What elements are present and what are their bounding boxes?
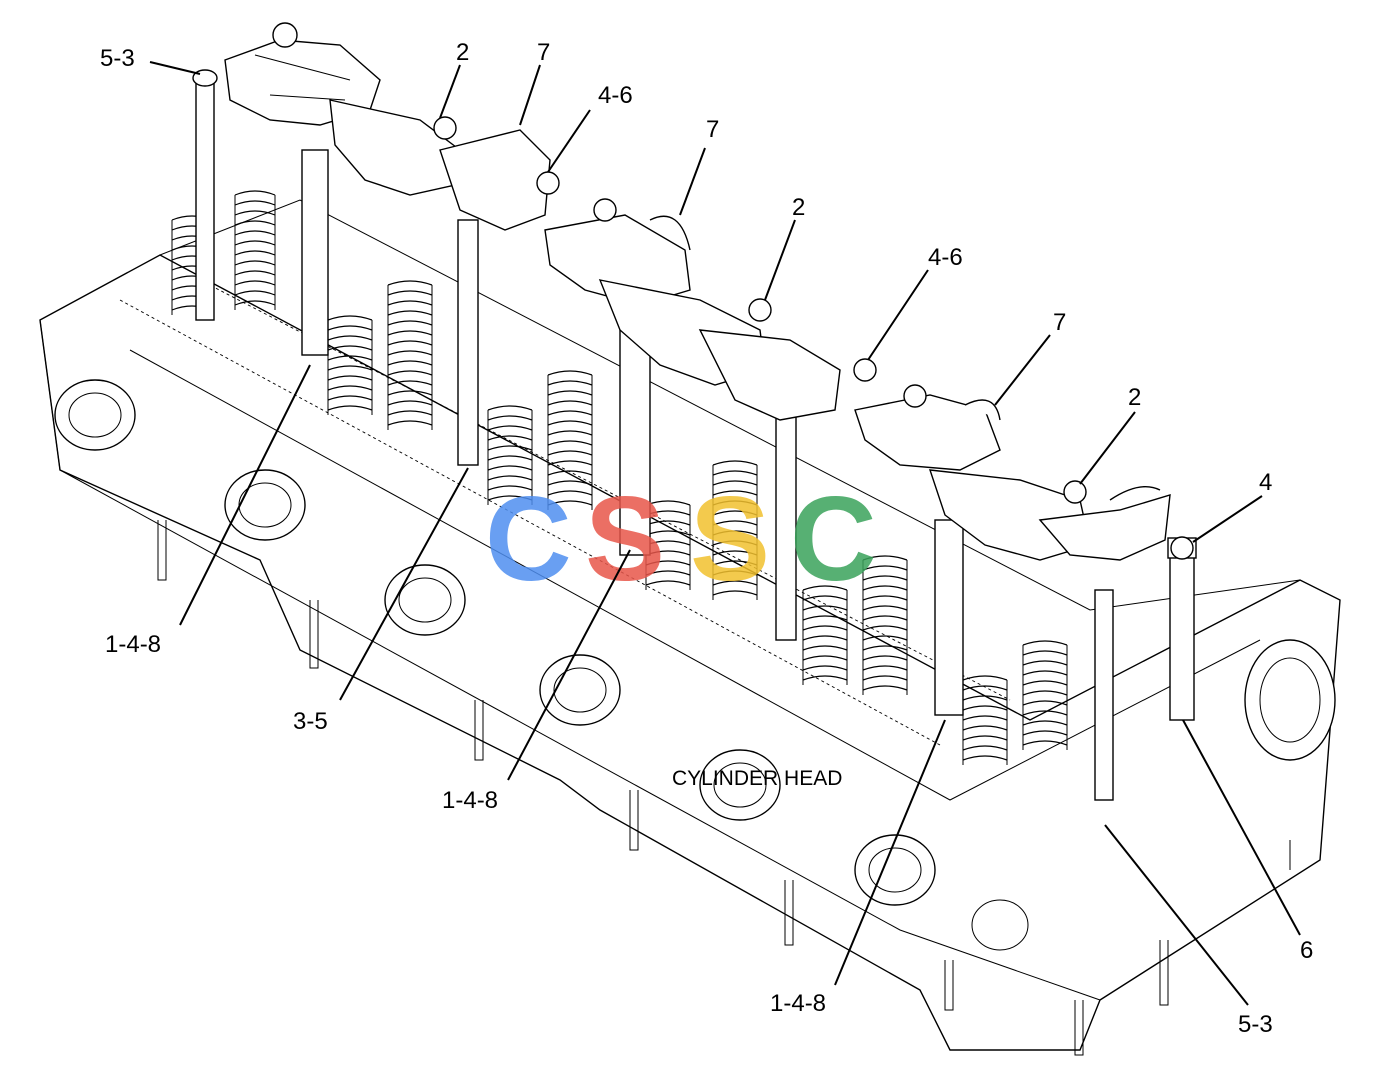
valve-springs — [171, 190, 1068, 765]
watermark-letter: S — [585, 472, 665, 606]
callout-label: 7 — [537, 39, 550, 66]
valve-spring — [547, 370, 593, 510]
leader-line — [867, 269, 929, 361]
watermark-letter: C — [790, 472, 877, 606]
watermark: C S S C — [485, 472, 877, 606]
cylinder-head-body — [39, 199, 1341, 1051]
callout-label: 4 — [1259, 469, 1272, 496]
leader-line — [764, 219, 796, 301]
valve-spring — [862, 555, 908, 695]
callout-label: 6 — [1300, 937, 1313, 964]
head-studs — [157, 520, 1291, 1056]
leader-line — [1192, 495, 1263, 543]
valve-spring — [487, 405, 533, 505]
callout-label: 2 — [1128, 384, 1141, 411]
callout-label: 5-3 — [1238, 1011, 1273, 1038]
callout-label: 7 — [706, 116, 719, 143]
callout-labels: 5-3 2 7 4-6 7 2 4-6 7 2 4 1-4-8 3-5 1-4-… — [100, 39, 1313, 1038]
callout-label: 7 — [1053, 309, 1066, 336]
valve-spring — [387, 280, 433, 430]
callout-label: 1-4-8 — [105, 631, 161, 658]
leader-line — [179, 364, 311, 626]
leader-line — [519, 64, 541, 126]
leader-line — [149, 61, 201, 75]
valve-spring — [712, 460, 758, 600]
watermark-letter: S — [690, 472, 770, 606]
leader-line — [507, 549, 631, 781]
leader-line — [994, 334, 1051, 406]
leader-line — [439, 64, 461, 119]
callout-label: 5-3 — [100, 45, 135, 72]
leader-line — [547, 109, 591, 173]
leader-lines — [149, 61, 1301, 1006]
cylinder-head-caption: CYLINDER HEAD — [672, 767, 842, 790]
callout-label: 1-4-8 — [770, 990, 826, 1017]
callout-label: 2 — [792, 194, 805, 221]
valve-spring — [234, 190, 276, 310]
leader-line — [834, 719, 946, 986]
leader-line — [339, 467, 469, 701]
leader-line — [1104, 824, 1249, 1006]
leader-line — [1079, 411, 1136, 485]
callout-label: 4-6 — [598, 82, 633, 109]
leader-line — [679, 147, 706, 216]
leader-line — [1182, 719, 1301, 936]
callout-label: 3-5 — [293, 708, 328, 735]
callout-label: 2 — [456, 39, 469, 66]
callout-label: 4-6 — [928, 244, 963, 271]
callout-label: 1-4-8 — [442, 787, 498, 814]
valve-spring — [802, 585, 848, 685]
valve-spring — [1022, 640, 1068, 750]
rocker-assemblies — [224, 22, 1194, 561]
watermark-letter: C — [485, 472, 572, 606]
